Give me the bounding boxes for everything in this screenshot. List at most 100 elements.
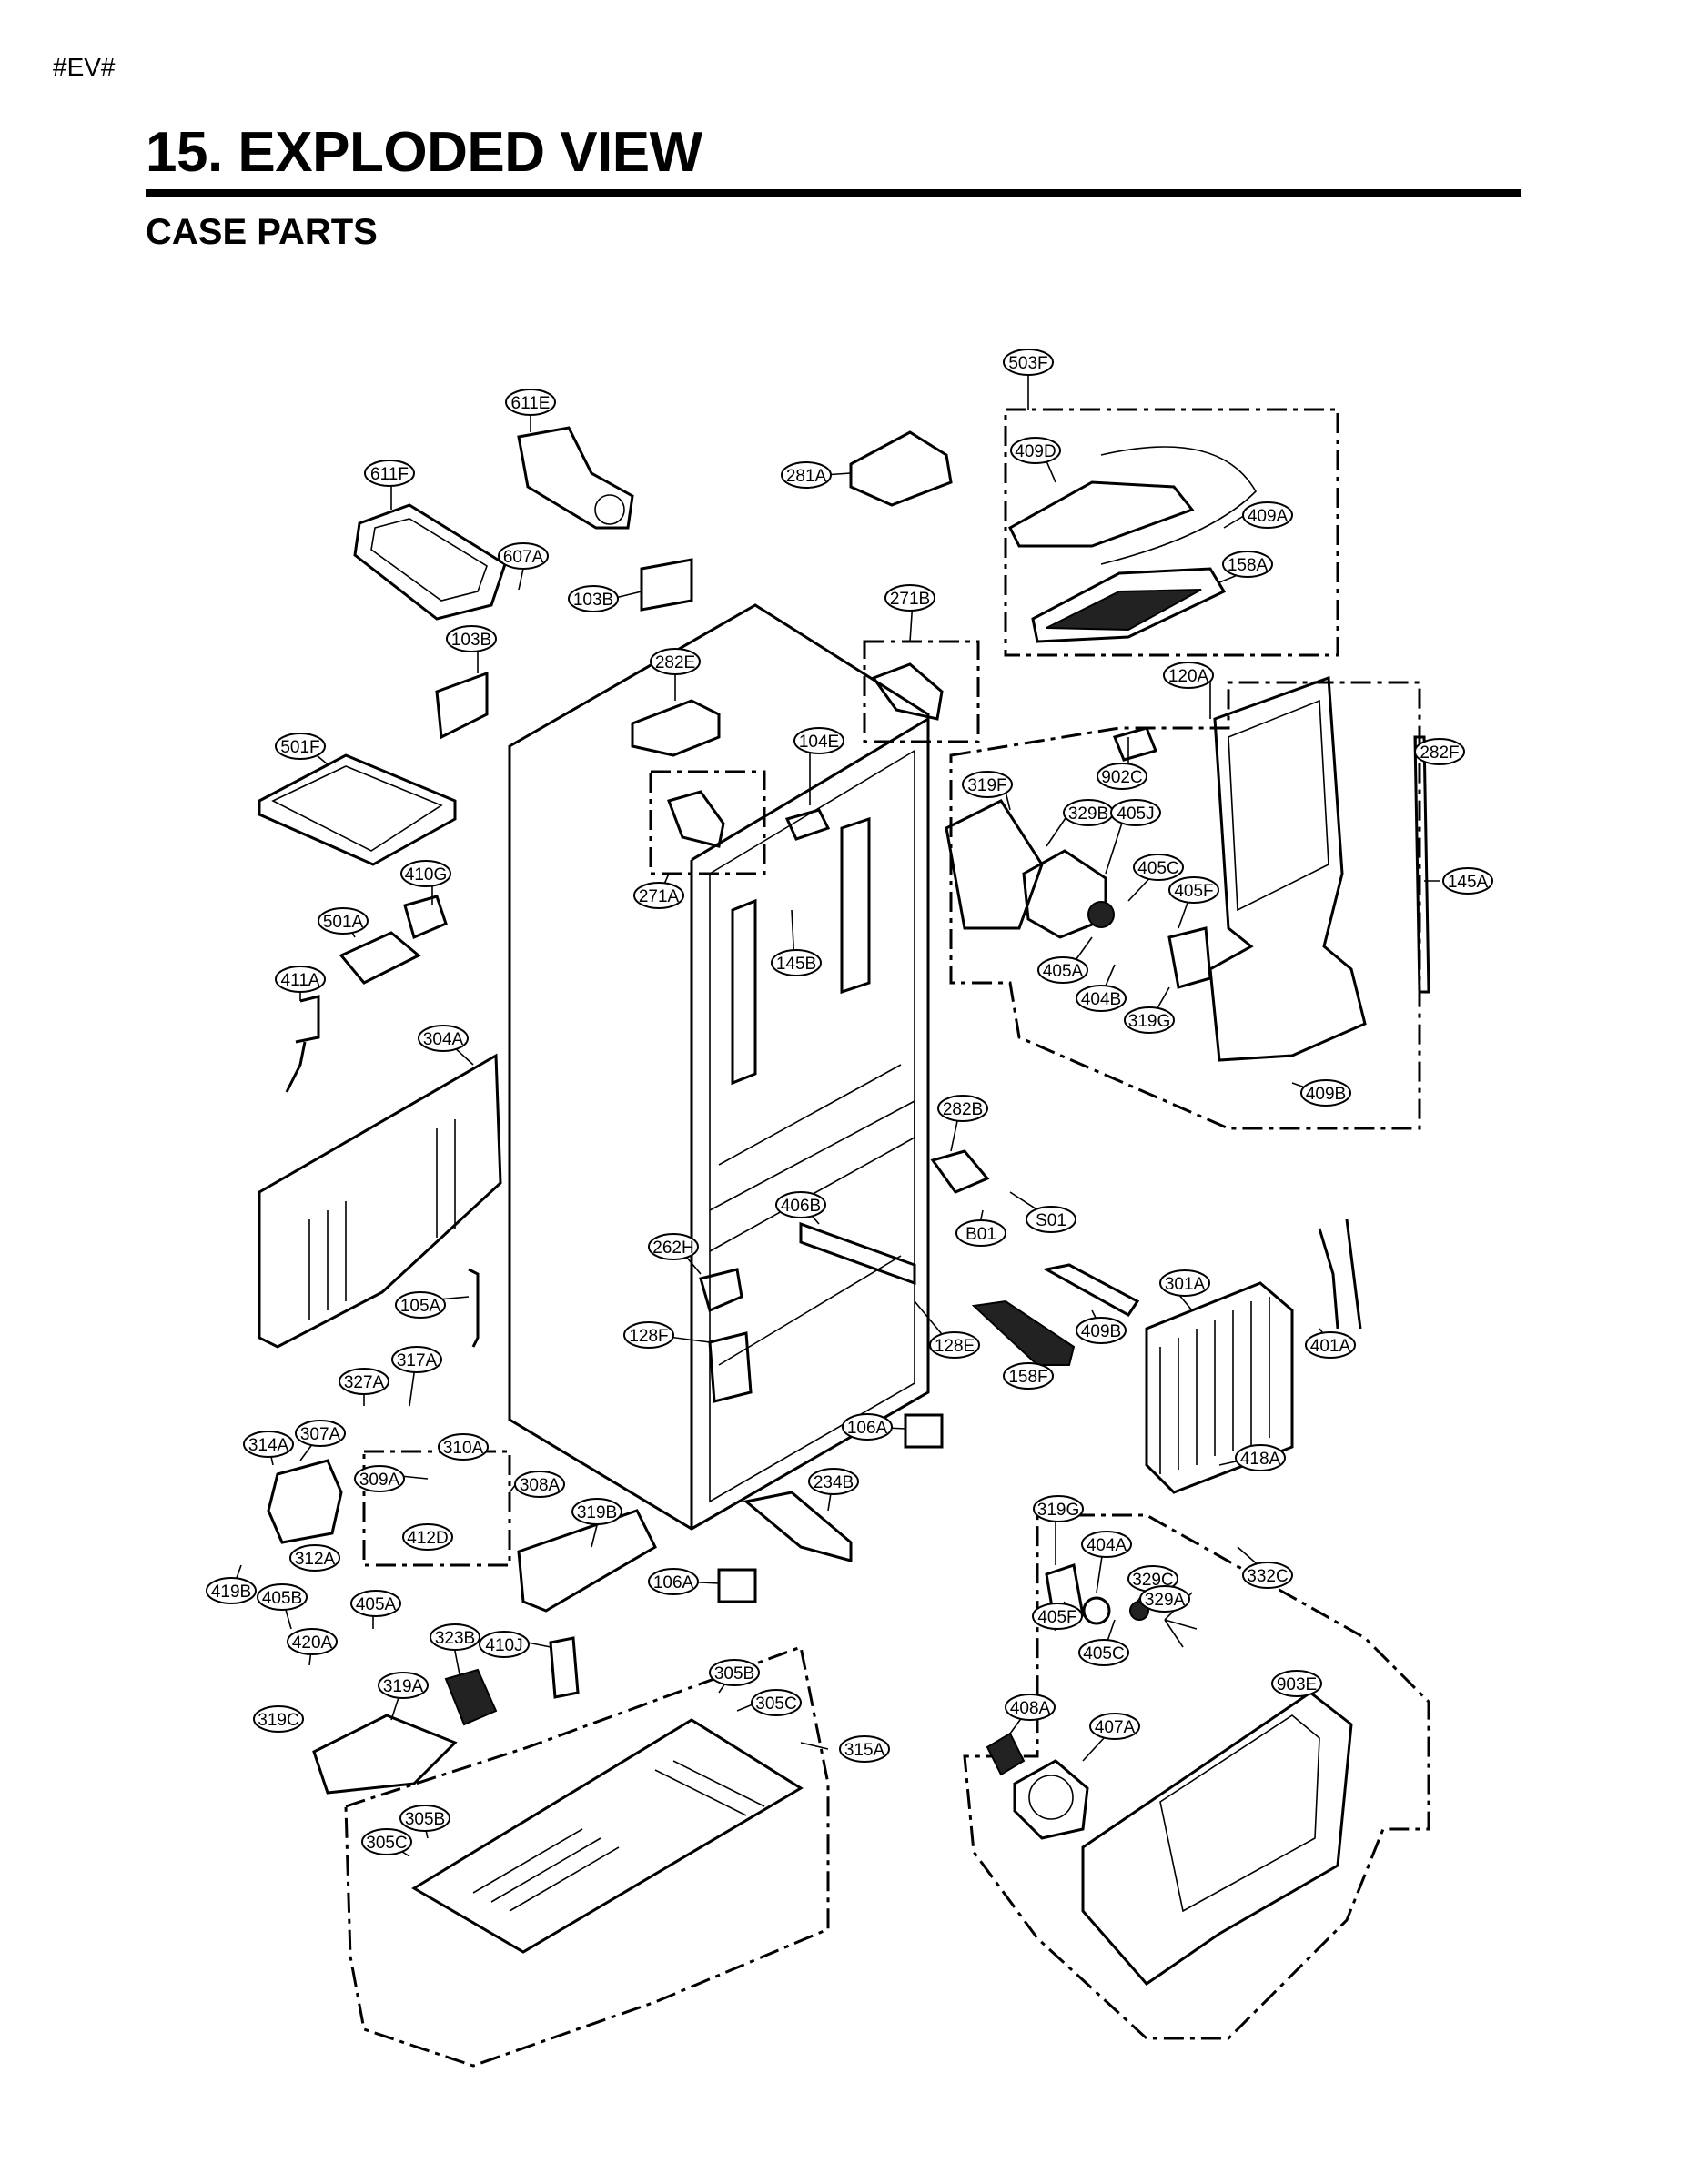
parts-machine-room (258, 1053, 804, 1954)
callout-label: 607A (503, 548, 544, 567)
callout-bubble (1110, 799, 1161, 826)
callout-bubble (275, 733, 326, 760)
callout-310a: 310A (438, 1433, 489, 1461)
callout-label: 305C (755, 1694, 796, 1714)
callout-bubble (1163, 662, 1214, 689)
callout-407a: 407A (1089, 1713, 1140, 1740)
callout-305c: 305C (751, 1689, 802, 1716)
callout-327a: 327A (339, 1368, 389, 1395)
part-411a-cord (285, 995, 320, 1093)
part-120a-duct-inner (1228, 699, 1329, 912)
callout-611f: 611F (364, 460, 415, 487)
callout-282b: 282B (937, 1095, 988, 1122)
callout-label: 405C (1137, 859, 1178, 878)
callout-410g: 410G (400, 860, 451, 887)
parts-332c (986, 1563, 1353, 1986)
callout-128f: 128F (623, 1321, 674, 1349)
callout-405j: 405J (1110, 799, 1161, 826)
callout-106a: 106A (648, 1568, 699, 1595)
callout-bubble (287, 1628, 338, 1655)
callout-319f: 319F (962, 771, 1013, 798)
callout-label: 501A (323, 913, 364, 932)
callout-281a: 281A (781, 461, 832, 489)
part-106a-leveler-lower (717, 1568, 757, 1603)
callout-307a: 307A (295, 1420, 346, 1447)
callout-bubble (400, 860, 451, 887)
callout-label: 611F (370, 465, 409, 484)
callout-411a: 411A (275, 966, 326, 993)
callout-bubble (1414, 738, 1465, 765)
callout-405c: 405C (1133, 854, 1184, 881)
freezer-floor (718, 1064, 902, 1366)
callout-label: 329B (1068, 804, 1108, 824)
callout-bubble (378, 1672, 429, 1699)
callout-bubble (1010, 437, 1061, 464)
part-410j-capacitor (549, 1636, 580, 1699)
callout-label: 419B (211, 1582, 251, 1602)
callout-158f: 158F (1003, 1362, 1054, 1390)
callout-309a: 309A (354, 1465, 405, 1492)
part-282b-hinge (930, 1149, 990, 1194)
callout-label: 611E (511, 394, 551, 413)
callout-bubble (1271, 1670, 1322, 1697)
callout-bubble (295, 1420, 346, 1447)
callout-405b: 405B (257, 1583, 308, 1611)
callout-405a: 405A (350, 1590, 401, 1617)
callout-409d: 409D (1010, 437, 1061, 464)
callout-label: 120A (1168, 667, 1209, 686)
callout-bubble (884, 584, 935, 612)
callout-bubble (1089, 1713, 1140, 1740)
callout-319g: 319G (1124, 1006, 1175, 1034)
callout-145a: 145A (1442, 867, 1493, 895)
callout-label: 307A (300, 1425, 341, 1444)
callout-label: 405J (1117, 804, 1154, 824)
callout-label: 282E (655, 653, 695, 672)
callout-bubble (1133, 854, 1184, 881)
callout-bubble (633, 882, 684, 909)
callout-label: 312A (295, 1550, 336, 1569)
callout-b01: B01 (955, 1219, 1006, 1247)
callout-bubble (623, 1321, 674, 1349)
callout-bubble (1032, 1603, 1083, 1630)
leader-lines (231, 375, 1440, 1857)
callout-label: 314A (248, 1436, 289, 1455)
callout-label: 271B (890, 590, 930, 609)
callout-271b: 271B (884, 584, 935, 612)
callout-label: 412D (407, 1529, 448, 1548)
callout-bubble (1124, 1006, 1175, 1034)
part-128f-bracket (708, 1331, 753, 1403)
callout-308a: 308A (514, 1471, 565, 1498)
callout-405a: 405A (1037, 956, 1088, 984)
callout-label: 503F (1008, 354, 1047, 373)
callout-301a: 301A (1159, 1269, 1210, 1297)
callout-bubble (1033, 1495, 1084, 1522)
part-405c-motor (1087, 901, 1115, 928)
callout-label: 103B (451, 631, 491, 650)
callout-bubble (1222, 551, 1273, 578)
callout-611e: 611E (505, 389, 556, 416)
part-304a-panel (258, 1053, 502, 1349)
part-319a-bracket (312, 1714, 458, 1795)
callout-bubble (1442, 867, 1493, 895)
part-158f-grille (971, 1299, 1076, 1366)
callout-501f: 501F (275, 733, 326, 760)
part-406b-rail (799, 1221, 916, 1286)
callout-bubble (1300, 1079, 1351, 1107)
callout-bubble (399, 1805, 450, 1832)
part-145b-rail-left (731, 898, 757, 1086)
page-title: 15. EXPLODED VIEW (146, 121, 702, 184)
callout-label: 332C (1247, 1567, 1288, 1586)
callout-label: 310A (443, 1439, 484, 1458)
callout-label: 319G (1037, 1501, 1079, 1520)
part-105a-pipe (468, 1268, 480, 1348)
callout-label: 409B (1306, 1085, 1346, 1104)
part-120a-duct (1208, 675, 1367, 1062)
callout-label: 405C (1083, 1644, 1124, 1663)
callout-bubble (391, 1346, 442, 1373)
callout-bubble (498, 542, 549, 570)
callout-label: 319F (967, 776, 1006, 795)
callout-label: 128F (629, 1327, 668, 1346)
callout-282f: 282F (1414, 738, 1465, 765)
callout-label: 271A (639, 887, 680, 906)
parts-503f (1008, 446, 1257, 643)
